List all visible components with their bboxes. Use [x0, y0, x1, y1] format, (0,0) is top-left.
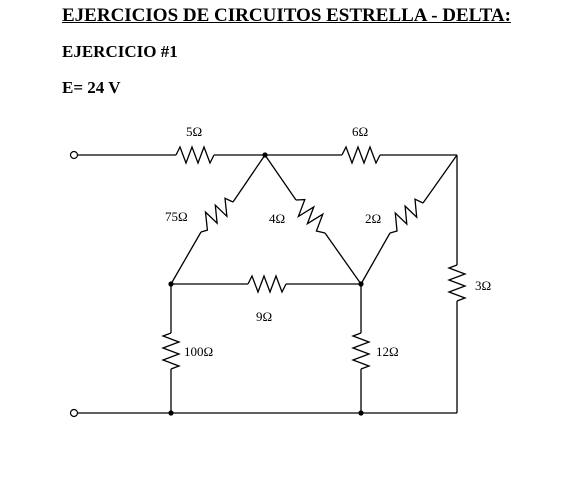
- label-r-12: 12Ω: [376, 344, 399, 359]
- voltage-label: E= 24 V: [62, 78, 121, 97]
- resistor-75-zigzag: [200, 197, 234, 233]
- label-r-2: 2Ω: [365, 211, 381, 226]
- node-bottom-right: [358, 410, 364, 416]
- terminal-bottom: [69, 408, 79, 418]
- label-r-100: 100Ω: [184, 344, 213, 359]
- wire-diag-4-a: [264, 154, 297, 201]
- document-title: EJERCICIOS DE CIRCUITOS ESTRELLA - DELTA…: [62, 5, 511, 26]
- terminal-top: [69, 150, 79, 160]
- label-r-5: 5Ω: [186, 124, 202, 139]
- resistor-6-zigzag: [341, 145, 381, 165]
- wire-diag-4-b: [324, 232, 362, 285]
- label-r-6: 6Ω: [352, 124, 368, 139]
- node-bottom-left: [168, 410, 174, 416]
- node-right-mid: [358, 281, 364, 287]
- resistor-5-zigzag: [175, 145, 215, 165]
- wire-diag-75-a: [232, 154, 266, 203]
- exercise-heading: EJERCICIO #1: [62, 42, 178, 61]
- label-r-3: 3Ω: [475, 278, 491, 293]
- resistor-4-zigzag: [295, 198, 326, 234]
- node-top-center: [262, 152, 268, 158]
- resistor-9-zigzag: [247, 274, 287, 294]
- wire-diag-75-b: [170, 231, 202, 285]
- resistor-3-zigzag: [447, 264, 467, 302]
- label-r-9: 9Ω: [256, 309, 272, 324]
- label-r-4: 4Ω: [269, 211, 285, 226]
- resistor-2-zigzag: [389, 198, 424, 234]
- label-r-75: 75Ω: [165, 209, 188, 224]
- resistor-100-zigzag: [161, 332, 181, 370]
- wire-diag-2-b: [360, 232, 391, 285]
- resistor-12-zigzag: [351, 332, 371, 370]
- node-left-mid: [168, 281, 174, 287]
- wire-diag-2-a: [422, 154, 458, 204]
